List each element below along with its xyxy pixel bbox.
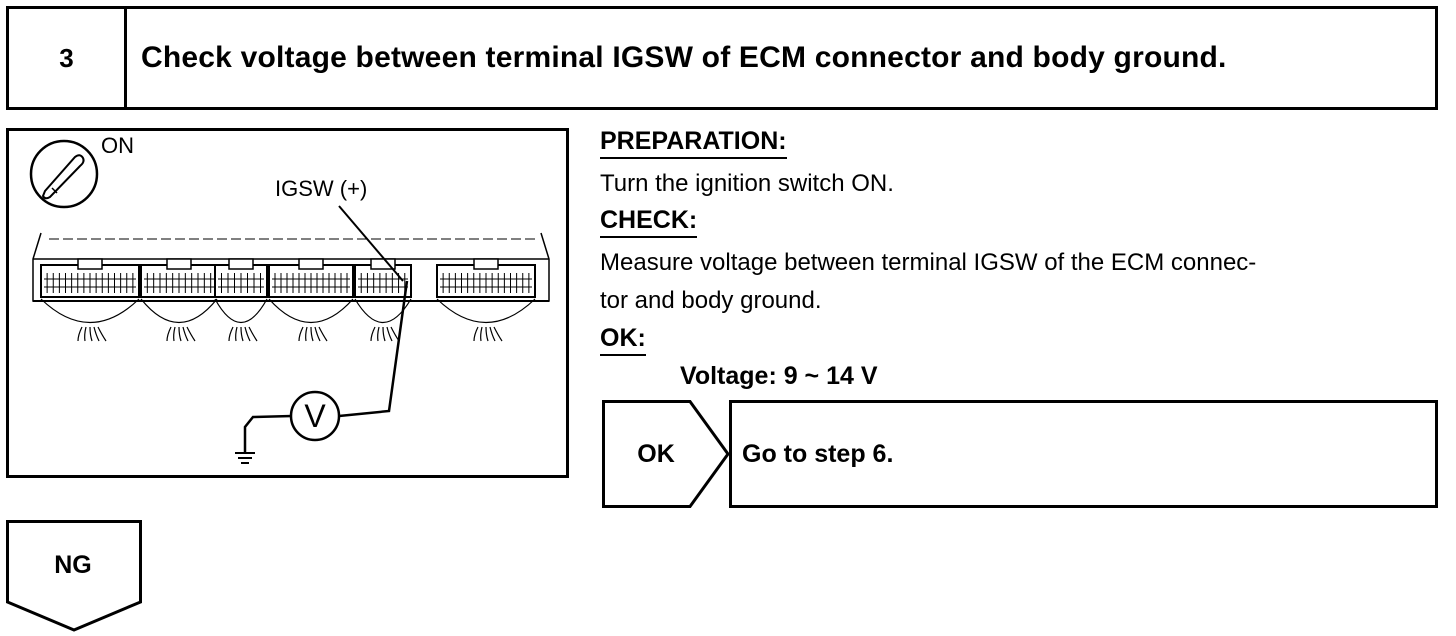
wire-strand [228,326,234,342]
ok-heading: OK: [600,324,646,356]
wire-strand [473,326,479,342]
wire-strand [305,326,308,342]
wire-strand [318,326,328,342]
wire-bundles [40,298,536,342]
connector-diagram-svg: ON IGSW (+) V [29,133,550,464]
wire-strand [186,326,196,342]
connector-block [354,264,412,298]
ng-arrow-shape [6,520,142,632]
ok-result-box [729,400,1438,508]
connector-latch [228,258,254,270]
positive-probe-lead [338,280,409,418]
voltage-spec: Voltage: 9 ~ 14 V [680,362,878,390]
wire-strand [310,326,314,342]
wire-strand [182,326,189,342]
ground-symbol-icon [235,452,255,464]
wire-bundle-arc [268,298,354,323]
wire-bundle-arc [436,298,536,324]
wire-strand [493,326,503,342]
wire-bundle-arc [140,298,218,323]
wire-strand [166,326,172,342]
preparation-text: Turn the ignition switch ON. [600,170,894,197]
igsw-terminal-label: IGSW (+) [275,176,367,201]
wire-strand [173,326,176,342]
wire-strand [314,326,321,342]
wire-bundle-arc [354,298,412,324]
wire-strand [298,326,304,342]
ok-arrow-shape [602,400,730,508]
check-heading: CHECK: [600,206,698,238]
terminal-pointer-line [338,205,404,282]
wire-strand [235,326,238,342]
wire-strand [480,326,483,342]
wire-strand [382,326,386,342]
wire-strand [489,326,496,342]
wire-strand [377,326,380,342]
ok-label: OK [637,439,675,468]
wire-strand [370,326,376,342]
wire-strand [97,326,107,342]
wire-strand [248,326,258,342]
step-number: 3 [59,42,74,73]
step-header: 3 Check voltage between terminal IGSW of… [6,6,1438,110]
ground-probe-lead [243,414,293,453]
wire-strand [240,326,244,342]
connector-blocks [40,258,536,298]
voltmeter-symbol: V [304,398,326,434]
ng-label: NG [54,550,92,579]
ignition-on-label: ON [101,133,134,158]
step-title: Check voltage between terminal IGSW of E… [141,41,1227,74]
connector-latch [473,258,499,270]
connector-latch [298,258,324,270]
step-divider [124,9,127,107]
wire-strand [244,326,251,342]
wire-bundle-arc [214,298,268,324]
connector-diagram: ON IGSW (+) V [6,128,569,478]
wire-strand [84,326,87,342]
check-text-line1: Measure voltage between terminal IGSW of… [600,249,1257,276]
wire-strand [93,326,100,342]
wire-strand [386,326,393,342]
wire-strand [485,326,489,342]
check-text-line2: tor and body ground. [600,287,822,314]
wire-strand [77,326,83,342]
preparation-heading: PREPARATION: [600,127,787,159]
wire-strand [89,326,93,342]
connector-latch [77,258,103,270]
ok-result-text: Go to step 6. [742,439,894,468]
voltmeter-icon: V [289,390,341,442]
ignition-key-icon [29,139,99,209]
wire-strand [178,326,182,342]
wire-bundle-arc [40,298,140,324]
ecm-connector-icon [32,232,550,302]
connector-latch [166,258,192,270]
